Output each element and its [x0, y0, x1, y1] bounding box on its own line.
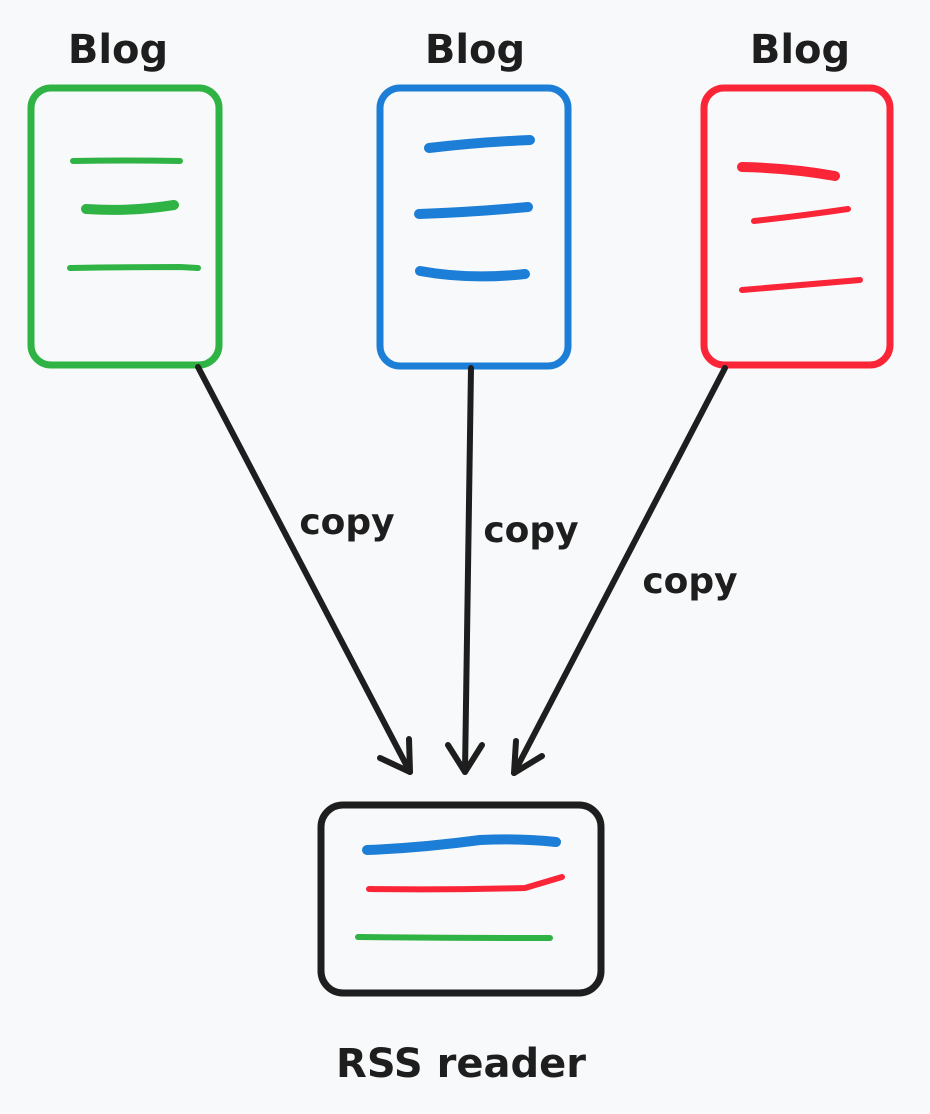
blog-title-3: Blog — [750, 27, 850, 73]
blog-1-line-2 — [81, 200, 179, 215]
rss-reader-line-green — [355, 934, 553, 941]
blog-node-3: Blog — [700, 27, 894, 369]
edge-label-2: copy — [483, 510, 578, 551]
arrow-1-shaft — [195, 364, 413, 775]
blog-1-line-3 — [67, 263, 201, 271]
arrow-1-head — [377, 736, 413, 775]
rss-reader-line-red — [366, 874, 565, 893]
rss-reader-line-blue — [362, 834, 561, 855]
arrow-3-shaft — [511, 365, 728, 776]
blog-3-line-2 — [751, 206, 851, 224]
edge-label-1: copy — [299, 502, 394, 543]
edge-label-3: copy — [642, 561, 737, 602]
arrow-2-shaft — [462, 365, 474, 775]
arrow-1 — [195, 364, 413, 775]
blog-frame-2 — [376, 84, 572, 370]
blog-node-2: Blog — [376, 27, 572, 370]
blog-3-line-1 — [737, 162, 840, 181]
rss-reader-frame — [317, 801, 605, 997]
blog-2-line-3 — [415, 266, 530, 282]
blog-node-1: Blog — [27, 27, 223, 369]
blog-1-line-1 — [70, 157, 183, 164]
rss-reader-title: RSS reader — [336, 1041, 586, 1087]
arrow-3 — [511, 365, 728, 776]
blog-2-line-2 — [414, 202, 533, 219]
rss-reader-node: RSS reader — [317, 801, 605, 1087]
blog-title-2: Blog — [425, 27, 525, 73]
blog-frame-1 — [27, 84, 223, 369]
arrow-2 — [445, 365, 485, 775]
blog-2-line-1 — [424, 135, 535, 153]
blog-title-1: Blog — [68, 27, 168, 73]
blog-3-line-3 — [739, 277, 863, 293]
arrow-2-head — [445, 742, 485, 775]
arrow-3-head — [511, 738, 545, 776]
blog-frame-3 — [700, 84, 894, 369]
